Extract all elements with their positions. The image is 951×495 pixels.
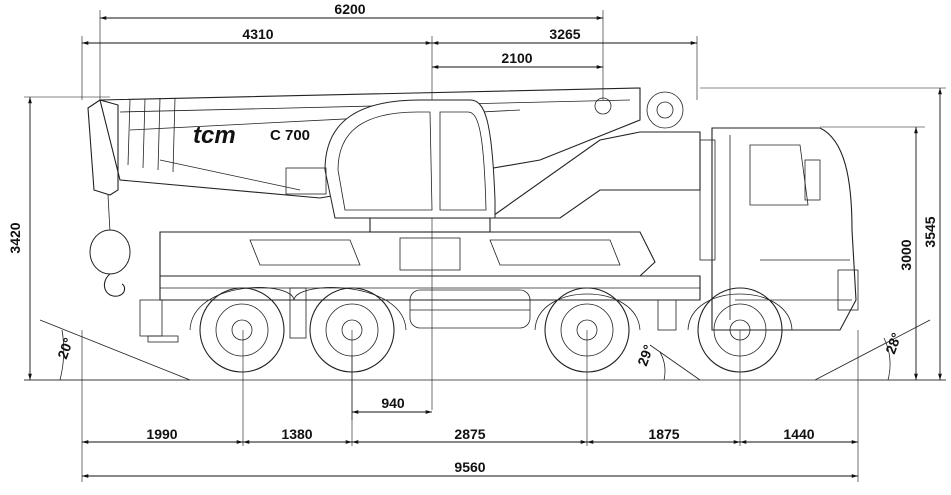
dimension-labels: 6200 4310 3265 2100 3420 3000 3545 20° 2… bbox=[7, 1, 938, 475]
wheel-2 bbox=[309, 287, 395, 373]
dim-6200: 6200 bbox=[334, 1, 365, 17]
dim-9560: 9560 bbox=[454, 459, 485, 475]
dim-2100: 2100 bbox=[501, 50, 532, 66]
dim-3420: 3420 bbox=[7, 222, 23, 253]
dim-1990: 1990 bbox=[146, 426, 177, 442]
hook-block bbox=[87, 99, 119, 196]
dim-1875: 1875 bbox=[648, 426, 679, 442]
dim-2875: 2875 bbox=[454, 426, 485, 442]
dim-1440: 1440 bbox=[783, 426, 814, 442]
crane-truck: tcm C 700 bbox=[87, 87, 859, 373]
dim-3000: 3000 bbox=[898, 239, 914, 270]
crane-cabin bbox=[324, 99, 496, 219]
truck-cab bbox=[711, 127, 857, 331]
dim-3545: 3545 bbox=[922, 216, 938, 247]
wheel-4 bbox=[697, 287, 783, 373]
angle-mid: 29° bbox=[634, 343, 656, 368]
turntable bbox=[369, 217, 491, 233]
outrigger-deck bbox=[159, 231, 656, 277]
dim-3265: 3265 bbox=[549, 26, 580, 42]
dimension-lines bbox=[24, 10, 946, 482]
angle-left: 20° bbox=[54, 336, 76, 361]
brand-logo: tcm bbox=[193, 122, 236, 149]
wheel-1 bbox=[199, 287, 285, 373]
dim-940: 940 bbox=[381, 395, 405, 411]
dim-4310: 4310 bbox=[242, 26, 273, 42]
telescopic-boom bbox=[99, 87, 641, 199]
boom-base bbox=[488, 131, 701, 219]
model-label: C 700 bbox=[270, 127, 310, 144]
wheel-3 bbox=[544, 287, 630, 373]
dim-1380: 1380 bbox=[281, 426, 312, 442]
angle-right: 28° bbox=[882, 331, 904, 356]
